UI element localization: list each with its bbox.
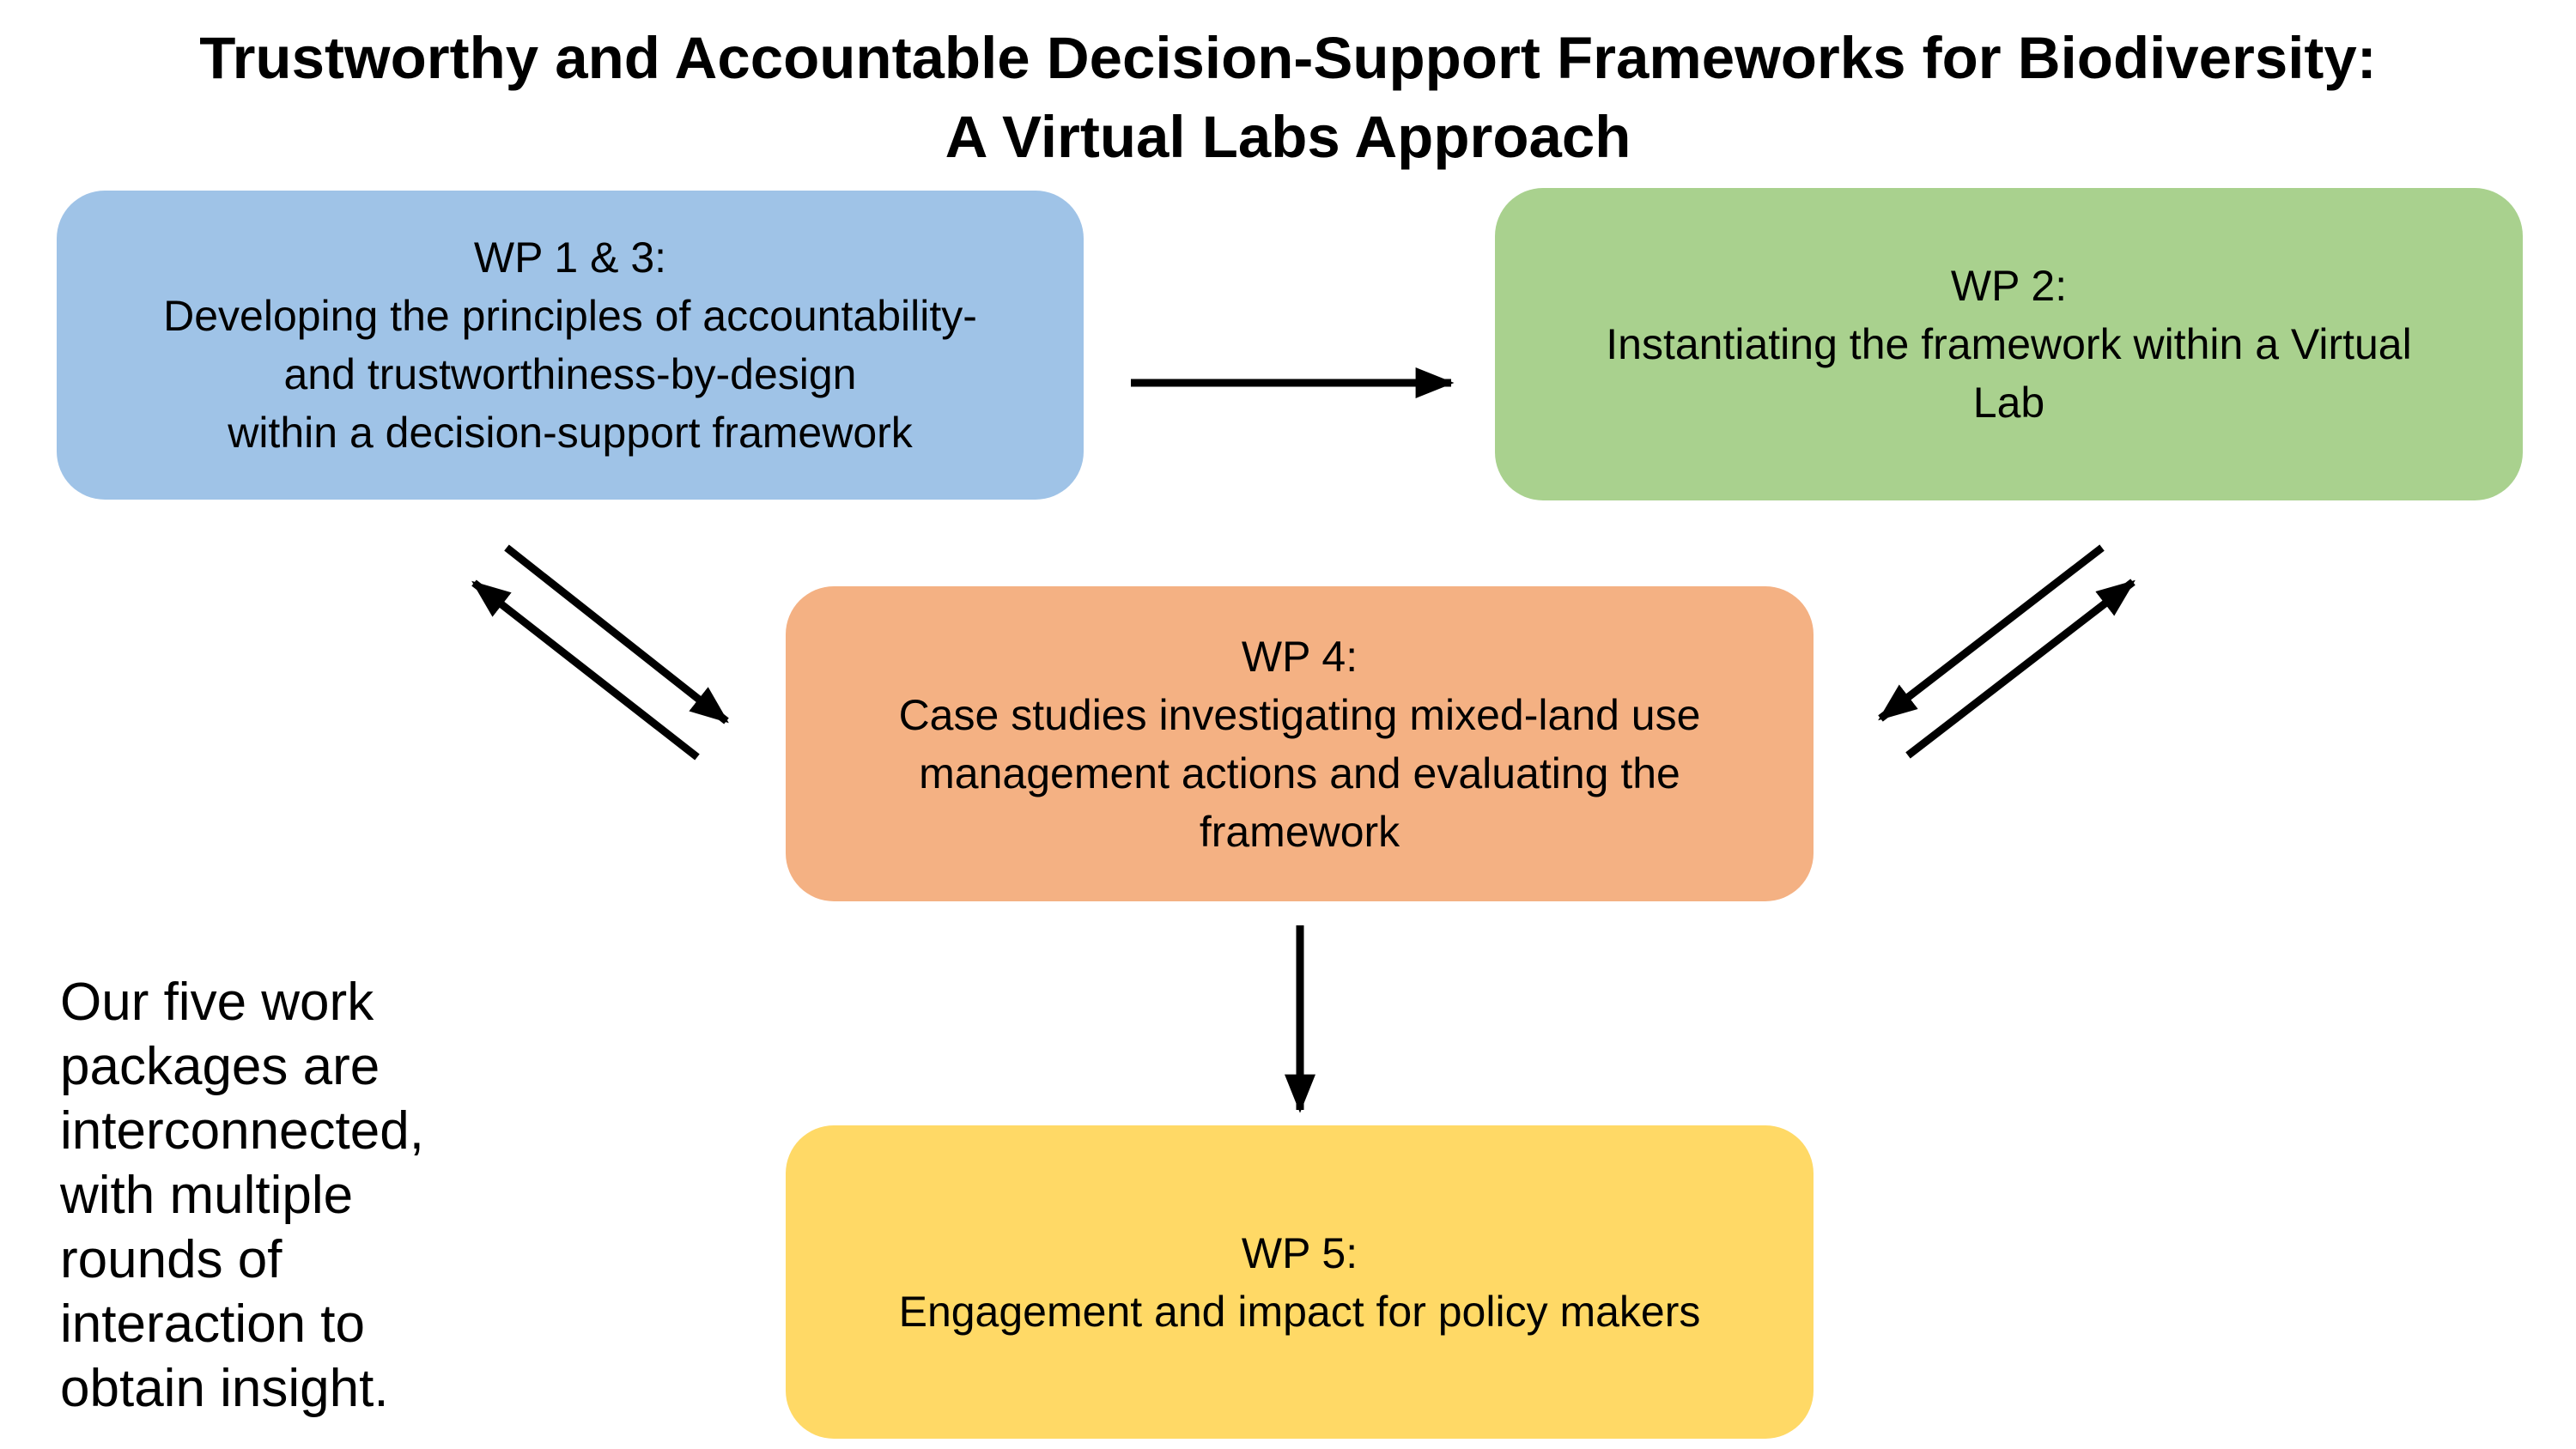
side-note-line-1: Our five work xyxy=(60,973,374,1032)
wp4-box: WP 4: Case studies investigating mixed-l… xyxy=(786,586,1814,901)
side-note-line-2: packages are xyxy=(60,1037,380,1096)
side-note-line-7: obtain insight. xyxy=(60,1359,389,1418)
wp4-text-line-3: framework xyxy=(1199,807,1400,856)
arrow-wp4-to-wp13 xyxy=(471,579,700,761)
wp5-box: WP 5: Engagement and impact for policy m… xyxy=(786,1125,1814,1439)
side-note-line-5: rounds of xyxy=(60,1230,283,1289)
diagram-title: Trustworthy and Accountable Decision-Sup… xyxy=(0,19,2576,177)
title-line-2: A Virtual Labs Approach xyxy=(945,104,1631,170)
side-note: Our five work packages are interconnecte… xyxy=(60,970,541,1421)
wp5-text-line-1: Engagement and impact for policy makers xyxy=(898,1287,1701,1336)
wp13-text-line-2: and trustworthiness-by-design xyxy=(283,350,857,398)
arrow-wp2-to-wp4 xyxy=(1878,544,2105,722)
side-note-line-6: interaction to xyxy=(60,1294,365,1354)
side-note-line-3: interconnected, xyxy=(60,1101,424,1161)
wp13-text-line-1: Developing the principles of accountabil… xyxy=(163,292,977,340)
wp2-text-line-1: Instantiating the framework within a Vir… xyxy=(1606,320,2412,368)
wp13-heading: WP 1 & 3: xyxy=(473,233,667,282)
wp4-text-line-1: Case studies investigating mixed-land us… xyxy=(898,690,1701,739)
side-note-line-4: with multiple xyxy=(60,1166,354,1225)
arrow-wp13-to-wp4 xyxy=(504,544,729,724)
arrow-wp4-to-wp2 xyxy=(1905,579,2136,759)
wp13-text-line-3: within a decision-support framework xyxy=(228,409,913,457)
title-line-1: Trustworthy and Accountable Decision-Sup… xyxy=(199,25,2377,91)
wp2-heading: WP 2: xyxy=(1950,262,2068,310)
wp13-box: WP 1 & 3: Developing the principles of a… xyxy=(57,191,1084,500)
wp2-text-line-2: Lab xyxy=(1972,379,2045,427)
wp4-text-line-2: management actions and evaluating the xyxy=(919,749,1680,797)
wp5-heading: WP 5: xyxy=(1241,1228,1358,1277)
wp2-box: WP 2: Instantiating the framework within… xyxy=(1495,188,2523,500)
wp4-heading: WP 4: xyxy=(1241,632,1358,681)
